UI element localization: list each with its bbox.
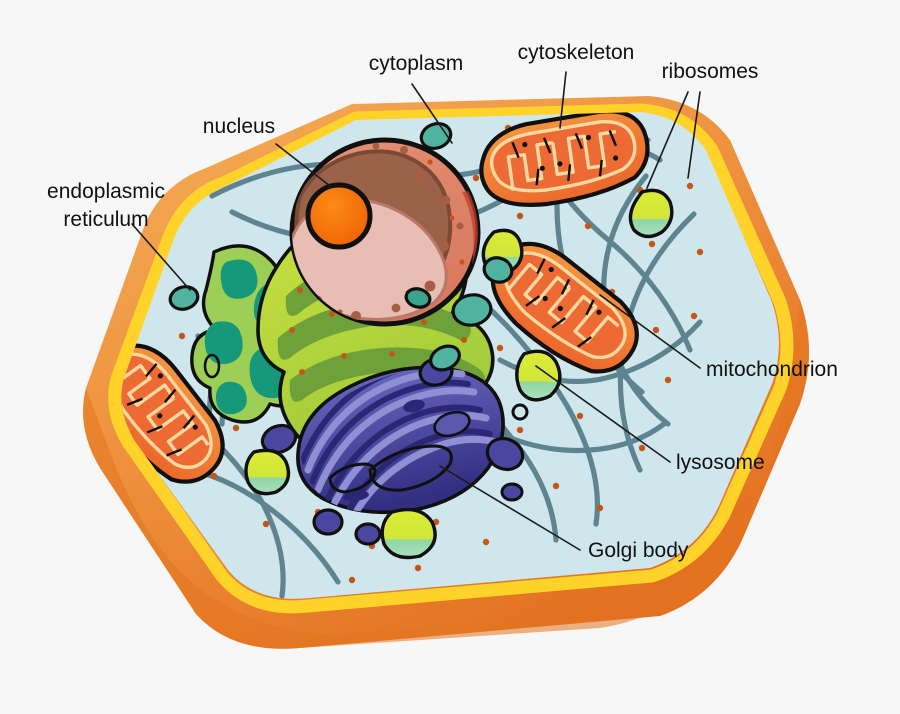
membrane-inner-rim [108, 103, 794, 614]
nucleolus [305, 182, 373, 250]
leader-lysosome [535, 365, 671, 463]
label-mitochondrion: mitochondrion [706, 358, 838, 381]
label-er-line1: endoplasmic [47, 180, 165, 203]
mitochondrion-3 [121, 343, 225, 484]
leader-nucleus [275, 143, 331, 187]
label-endoplasmic-reticulum: endoplasmic reticulum [47, 180, 165, 231]
vesicle-group [168, 122, 514, 372]
label-nucleus: nucleus [203, 115, 275, 138]
label-ribosomes: ribosomes [662, 60, 759, 83]
label-cytoplasm: cytoplasm [369, 52, 464, 75]
leader-er [131, 223, 191, 291]
leader-golgi [439, 465, 581, 551]
leader-cytoplasm [411, 83, 453, 144]
label-er-line2: reticulum [63, 208, 148, 231]
leader-ribosomes-b [687, 91, 701, 179]
leader-cytoskeleton [559, 71, 567, 129]
nucleus-organelle [289, 137, 481, 327]
label-layer: cytoplasm cytoskeleton ribosomes nucleus… [47, 41, 838, 562]
mitochondrion-1 [479, 112, 650, 207]
golgi-apparatus [260, 357, 529, 546]
label-lysosome: lysosome [676, 451, 765, 474]
label-golgi-body: Golgi body [588, 539, 689, 562]
leader-lines [131, 71, 701, 551]
mitochondrion-2 [490, 241, 639, 374]
lysosome-group [244, 188, 674, 560]
leader-ribosomes-a [646, 91, 689, 189]
leader-mitochondrion [599, 294, 701, 369]
label-cytoskeleton: cytoskeleton [518, 41, 635, 64]
